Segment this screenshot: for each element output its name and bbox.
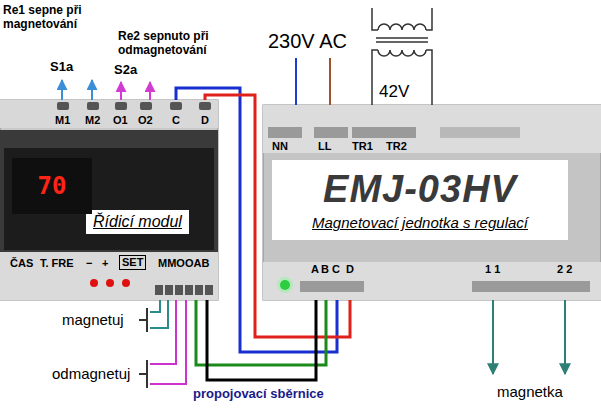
annotation: magnetka bbox=[497, 383, 563, 400]
led-glow bbox=[277, 277, 293, 293]
display-bezel bbox=[4, 148, 214, 250]
label-panel: EMJ-03HV Magnetovací jednotka s regulací bbox=[272, 160, 568, 240]
terminal-group bbox=[300, 281, 364, 292]
terminal-screw bbox=[57, 102, 69, 110]
terminal-screw bbox=[115, 102, 127, 110]
core bbox=[376, 41, 428, 43]
terminal-label: TR1 bbox=[352, 140, 373, 153]
output-name: S1a bbox=[50, 60, 73, 75]
terminal-hole bbox=[205, 285, 213, 295]
terminal-group bbox=[314, 127, 348, 138]
annotation: odmagnetuj bbox=[52, 365, 130, 382]
terminal-label: SET bbox=[119, 255, 146, 270]
mains-wire bbox=[295, 58, 297, 105]
control-module: Řídicí modul 70 bbox=[0, 100, 218, 300]
terminal-hole bbox=[165, 285, 173, 295]
terminal-screw bbox=[87, 102, 99, 110]
terminal-label: C bbox=[332, 263, 340, 276]
terminal-group bbox=[440, 127, 520, 138]
housing bbox=[263, 105, 601, 300]
output-arrow bbox=[61, 80, 63, 100]
supply-label: 230V AC bbox=[268, 30, 347, 53]
button-stem bbox=[139, 373, 147, 375]
front-panel bbox=[0, 130, 218, 252]
terminal-label: NN bbox=[272, 140, 288, 153]
terminal-label: 1 1 bbox=[485, 263, 500, 276]
terminal-label: ČAS bbox=[10, 257, 33, 270]
terminal-label: C bbox=[172, 114, 180, 127]
lead bbox=[372, 50, 378, 105]
module-label: Řídicí modul bbox=[86, 210, 189, 234]
terminal-hole bbox=[185, 285, 193, 295]
transformer-symbol bbox=[372, 8, 432, 105]
terminal-hole bbox=[195, 285, 203, 295]
terminal-label: A bbox=[311, 263, 319, 276]
secondary-coil bbox=[378, 50, 426, 56]
terminal-strip bbox=[263, 105, 601, 153]
terminal-label: 2 2 bbox=[557, 263, 572, 276]
unit-name: EMJ-03HV bbox=[323, 169, 517, 211]
pushbutton-wiring bbox=[139, 300, 186, 388]
led bbox=[122, 279, 130, 287]
terminal-group bbox=[472, 281, 590, 292]
terminal-label: − bbox=[86, 257, 92, 270]
button-wire bbox=[150, 300, 176, 364]
magnetizing-unit-housing bbox=[263, 105, 601, 300]
output-arrow bbox=[149, 82, 151, 100]
terminal-screw bbox=[199, 102, 211, 110]
output-arrow bbox=[492, 300, 494, 374]
mains-wire bbox=[329, 58, 331, 105]
terminal-screw bbox=[140, 102, 152, 110]
bus-wire bbox=[196, 300, 326, 365]
led bbox=[90, 279, 98, 287]
core bbox=[376, 37, 428, 39]
output-name: S2a bbox=[114, 63, 137, 78]
lead bbox=[426, 50, 432, 105]
terminal-label: O1 bbox=[113, 114, 128, 127]
unit-subtitle: Magnetovací jednotka s regulací bbox=[312, 214, 528, 231]
terminal-screw bbox=[170, 102, 182, 110]
relay-note: Re2 sepnuto při odmagnetování bbox=[118, 30, 253, 58]
bus-wire bbox=[207, 300, 316, 380]
annotation: magnetuj bbox=[62, 311, 124, 328]
button-wire bbox=[150, 300, 160, 312]
terminal-label: D bbox=[346, 263, 354, 276]
digital-display: 70 bbox=[12, 158, 92, 214]
terminal-group bbox=[268, 127, 302, 138]
terminal-label: MMOOAB bbox=[158, 257, 209, 270]
button-strip bbox=[0, 252, 218, 300]
control-module-housing bbox=[0, 100, 218, 300]
terminal-label: T. FRE bbox=[40, 257, 74, 270]
terminal-label: LL bbox=[318, 140, 331, 153]
button-wire bbox=[150, 300, 168, 328]
terminal-label: TR2 bbox=[386, 140, 407, 153]
button-stem bbox=[139, 319, 147, 321]
output-arrow bbox=[564, 300, 566, 374]
terminal-hole bbox=[155, 285, 163, 295]
terminal-strip bbox=[263, 262, 601, 300]
terminal-label: B bbox=[321, 263, 329, 276]
output-arrow bbox=[91, 80, 93, 100]
terminal-label: M2 bbox=[85, 114, 100, 127]
output-arrow bbox=[120, 82, 122, 100]
led bbox=[280, 280, 290, 290]
led bbox=[106, 279, 114, 287]
housing bbox=[0, 100, 218, 300]
primary-coil bbox=[378, 24, 426, 30]
button-wire bbox=[150, 300, 186, 384]
terminal-label: O2 bbox=[138, 114, 153, 127]
terminal-label: + bbox=[102, 257, 108, 270]
terminal-hole bbox=[175, 285, 183, 295]
terminal-strip bbox=[0, 100, 218, 128]
terminal-group bbox=[352, 127, 416, 138]
relay-note: Re1 sepne při magnetování bbox=[3, 4, 111, 32]
voltage-label: 42V bbox=[379, 82, 409, 102]
annotation: propojovací sběrnice bbox=[193, 387, 324, 402]
lead bbox=[372, 8, 378, 30]
terminal-label: D bbox=[201, 114, 209, 127]
display-value: 70 bbox=[38, 172, 67, 200]
terminal-label: M1 bbox=[55, 114, 70, 127]
lead bbox=[426, 8, 432, 30]
